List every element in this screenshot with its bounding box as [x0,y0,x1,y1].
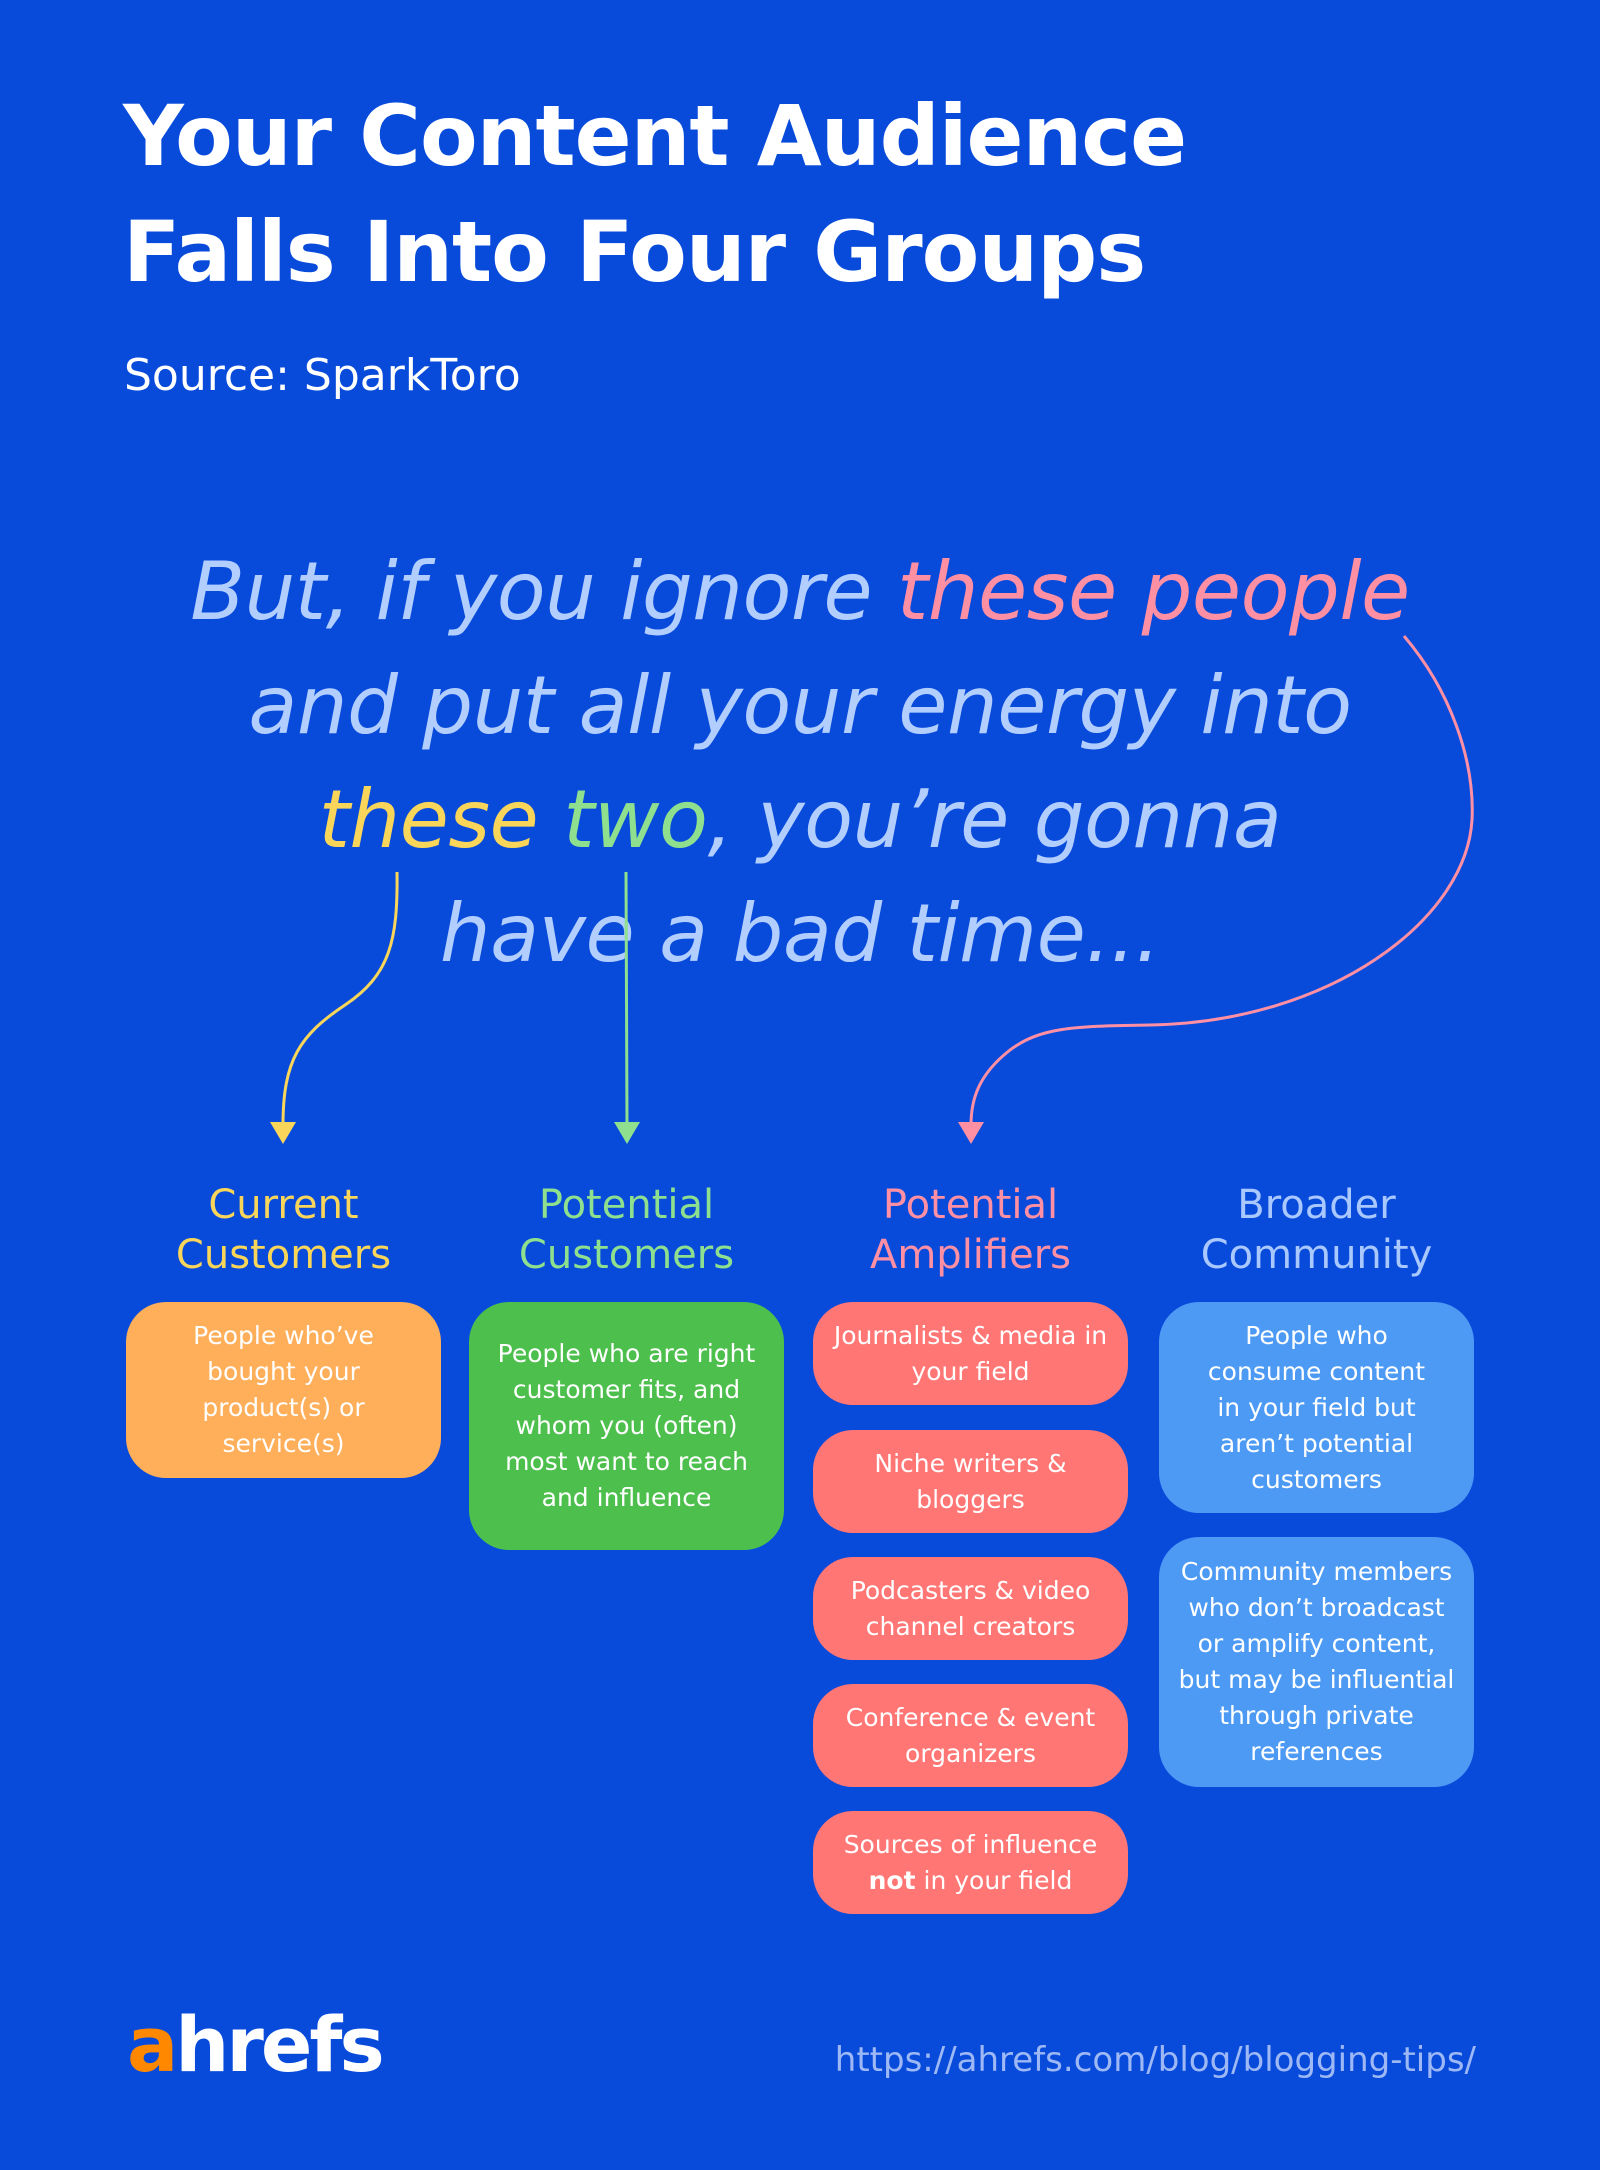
heading-potential-amplifiers: Potential Amplifiers [813,1180,1128,1280]
card-text: People who are right customer fits, and … [497,1339,756,1512]
card-potential-customers: People who are right customer fits, and … [469,1302,784,1550]
heading-line: Community [1200,1232,1433,1278]
heading-line: Amplifiers [869,1232,1072,1278]
card-journalists-media: Journalists & media in your field [813,1302,1128,1405]
card-current-customers: People who’ve bought your product(s) or … [126,1302,441,1478]
card-text: Niche writers & bloggers [874,1448,1067,1514]
highlight-these-people: these people [896,545,1410,638]
page-title: Your Content Audience Falls Into Four Gr… [123,78,1423,310]
card-text: Community members who don’t broadcast or… [1178,1557,1455,1766]
card-sources-of-influence: Sources of influence not in your field [813,1811,1128,1914]
heading-line: Customers [175,1232,392,1278]
highlight-these: these [318,773,539,866]
card-text: Podcasters & video channel creators [850,1575,1091,1641]
quote-text: But, if you ignore [190,545,897,638]
card-text: Sources of influence not in your field [844,1827,1098,1899]
heading-line: Potential [538,1182,715,1228]
source-url: https://ahrefs.com/blog/blogging-tips/ [834,2040,1476,2080]
card-conference-organizers: Conference & event organizers [813,1684,1128,1787]
space [538,773,563,866]
card-text: Journalists & media in your field [833,1320,1108,1386]
heading-line: Broader [1237,1182,1396,1228]
card-text: Conference & event organizers [845,1702,1096,1768]
card-content-consumers: People who consume content in your field… [1159,1302,1474,1513]
card-text: People who’ve bought your product(s) or … [193,1321,374,1458]
heading-potential-customers: Potential Customers [469,1180,784,1280]
card-podcasters: Podcasters & video channel creators [813,1557,1128,1660]
card-niche-writers: Niche writers & bloggers [813,1430,1128,1533]
heading-current-customers: Current Customers [126,1180,441,1280]
card-text-bold: not [868,1865,916,1895]
quote-block: But, if you ignore these people and put … [0,535,1600,991]
ahrefs-logo: ahrefs [127,2000,385,2089]
heading-broader-community: Broader Community [1159,1180,1474,1280]
source-credit: Source: SparkToro [124,350,521,401]
logo-accent: a [127,2000,178,2089]
card-community-members: Community members who don’t broadcast or… [1159,1537,1474,1787]
title-line-1: Your Content Audience [123,87,1187,185]
quote-text: , you’re gonna [707,773,1282,866]
quote-line-4: have a bad time... [439,887,1161,980]
heading-line: Potential [882,1182,1059,1228]
quote-line-2: and put all your energy into [248,659,1352,752]
heading-line: Current [208,1182,359,1228]
heading-line: Customers [518,1232,735,1278]
quote-line-3: these two, you’re gonna [0,763,1600,877]
quote-line-1: But, if you ignore these people [0,535,1600,649]
card-text-pre: Sources of influence [843,1829,1098,1859]
card-text-post: in your field [915,1865,1073,1895]
title-line-2: Falls Into Four Groups [123,203,1146,301]
logo-text: hrefs [175,2000,384,2089]
card-text: People who consume content in your field… [1207,1320,1426,1494]
highlight-two: two [563,773,708,866]
